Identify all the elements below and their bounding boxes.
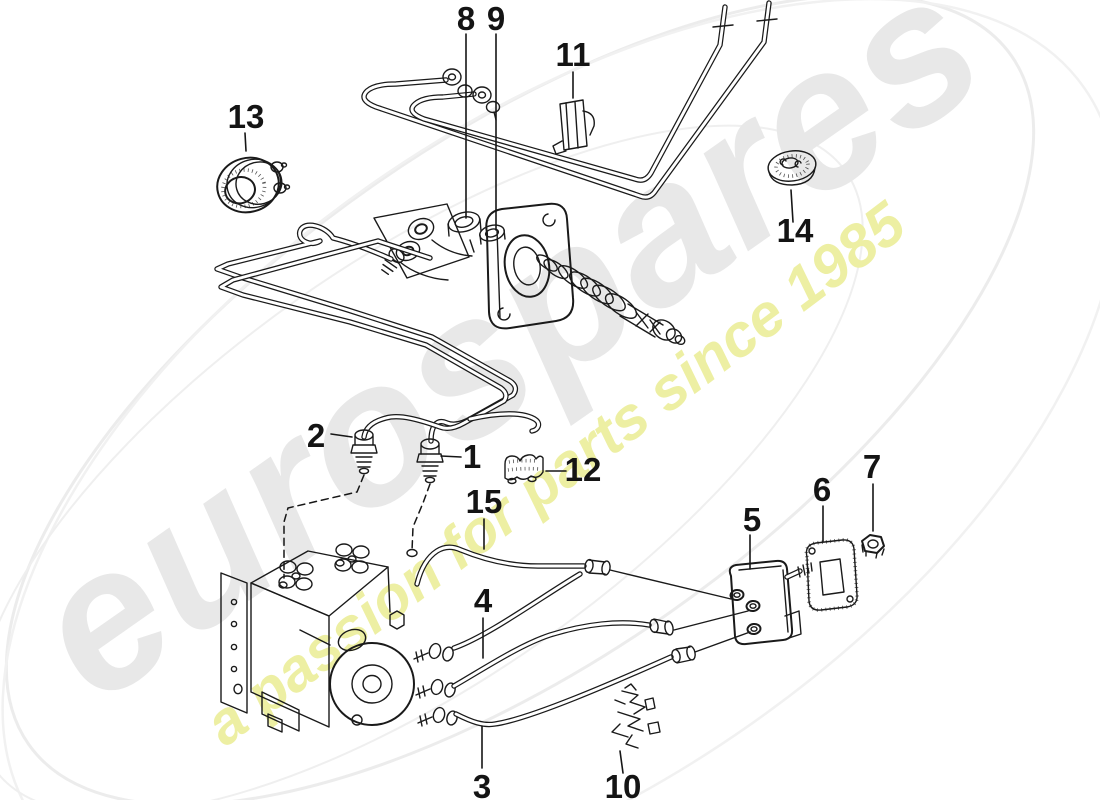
part-label-1: 1: [463, 438, 481, 475]
part-label-4: 4: [474, 582, 493, 619]
pipe-clamp-12: [504, 454, 544, 485]
part-label-12: 12: [565, 451, 602, 488]
pipe-clip-11: [552, 99, 595, 155]
top-brake-pipes: [361, 0, 778, 200]
flare-fitting-2: [350, 429, 378, 475]
callout-labels: 1 2 3 4 5 6 7 8 9 10 11 12 13 14 15: [228, 0, 882, 800]
pipe-loops: [214, 222, 542, 579]
part-label-2: 2: [307, 417, 325, 454]
connector-block-5: [728, 559, 813, 646]
abs-union-fittings: [413, 642, 458, 727]
part-label-7: 7: [863, 448, 881, 485]
part-label-13: 13: [228, 98, 265, 135]
part-label-14: 14: [777, 212, 814, 249]
gasket-6: [804, 538, 859, 612]
elbow-union-8: [442, 68, 473, 98]
spring-clip-10: [611, 683, 661, 749]
inline-union: [671, 645, 696, 664]
abs-hydraulic-unit: [220, 543, 458, 733]
nut-7: [861, 534, 885, 559]
inline-union: [649, 618, 674, 636]
part-label-3: 3: [473, 768, 491, 800]
callout-leaders: [244, 33, 874, 774]
flare-fitting-1: [416, 438, 444, 484]
port-flange: [278, 560, 314, 591]
part-label-11: 11: [556, 36, 591, 73]
part-label-5: 5: [743, 501, 761, 538]
master-cylinder: [373, 202, 686, 346]
port-flange: [334, 543, 370, 574]
part-label-10: 10: [605, 768, 642, 800]
part-label-15: 15: [466, 483, 503, 520]
bearing-13: [216, 156, 291, 214]
grommet-14: [767, 150, 817, 186]
part-label-6: 6: [813, 471, 831, 508]
inline-union: [584, 558, 611, 576]
part-label-9: 9: [487, 0, 505, 37]
pipes-to-connector: [414, 544, 751, 728]
part-label-8: 8: [457, 0, 475, 37]
